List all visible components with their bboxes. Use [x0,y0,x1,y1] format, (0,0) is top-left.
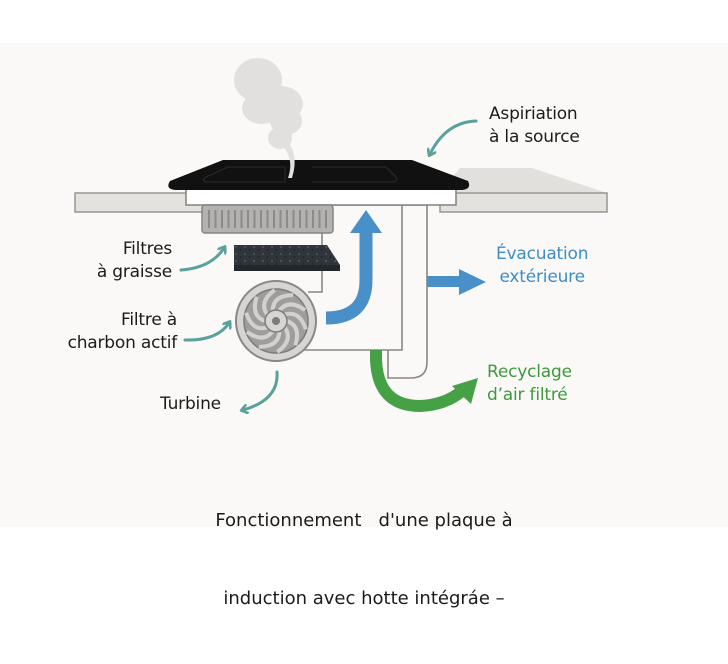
diagram-caption: Fonctionnement d'une plaque à induction … [0,456,728,664]
label-aspiration-line1: Aspiriation [489,104,578,124]
cooktop-chassis [185,188,457,206]
label-turbine-text: Turbine [160,394,221,414]
fan-blade [276,326,290,354]
pointer-arrow-grease [179,248,224,272]
label-grease-line2: à graisse [96,262,172,282]
label-charcoal-filter: Filtre à charbon actif [67,309,178,355]
charcoal-filter [234,245,340,271]
label-recycling-line2: d’air filtré [487,385,568,405]
pointer-arrow-aspiration [430,119,478,154]
pointer-arrow-charcoal [183,323,229,342]
recycling-arrow [370,350,466,413]
fan-blade [284,311,308,330]
label-evacuation-line1: Évacuation [496,244,589,264]
evacuation-arrow-head [459,269,486,295]
label-grease-filters: Filtres à graisse [97,238,172,284]
label-charcoal-line1: Filtre à [121,310,177,330]
grease-filter [201,204,334,234]
diagram-illustration [74,58,608,588]
pointer-arrow-turbine [243,370,279,410]
fan-blade [262,288,276,316]
label-turbine: Turbine [160,393,221,416]
turbine-fan [235,280,317,362]
countertop-right [439,192,608,213]
fan-blade [244,312,268,331]
label-evacuation-line2: extérieure [499,267,585,287]
label-recycling-line1: Recyclage [487,362,572,382]
smoke [234,58,303,178]
caption-line2: induction avec hotte intégráe – [223,588,505,609]
caption-line1: Fonctionnement d'une plaque à [215,510,513,531]
label-aspiration-line2: à la source [489,127,580,147]
label-evacuation: Évacuation extérieure [496,243,589,289]
cooktop-zone-left [203,166,286,183]
cooktop [168,160,470,190]
fan-blade [277,302,307,312]
fan-blade [286,319,300,346]
countertop-surface [440,168,607,193]
fan-blade [245,330,275,340]
fan-blade [270,293,294,311]
label-aspiration: Aspiriation à la source [489,103,580,149]
fan-blade [258,331,282,349]
fan-blade [252,296,266,323]
extraction-arrow-up [325,230,373,325]
cooktop-zone-right [312,166,397,183]
evacuation-arrow-shaft [427,276,461,287]
label-recycling: Recyclage d’air filtré [487,361,572,407]
label-grease-line1: Filtres [122,239,172,259]
extraction-arrow-up-head [350,210,382,233]
label-charcoal-line2: charbon actif [67,333,178,353]
recycling-arrow-head [452,378,478,404]
diagram-canvas: Aspiriation à la source Filtres à graiss… [67,58,608,609]
